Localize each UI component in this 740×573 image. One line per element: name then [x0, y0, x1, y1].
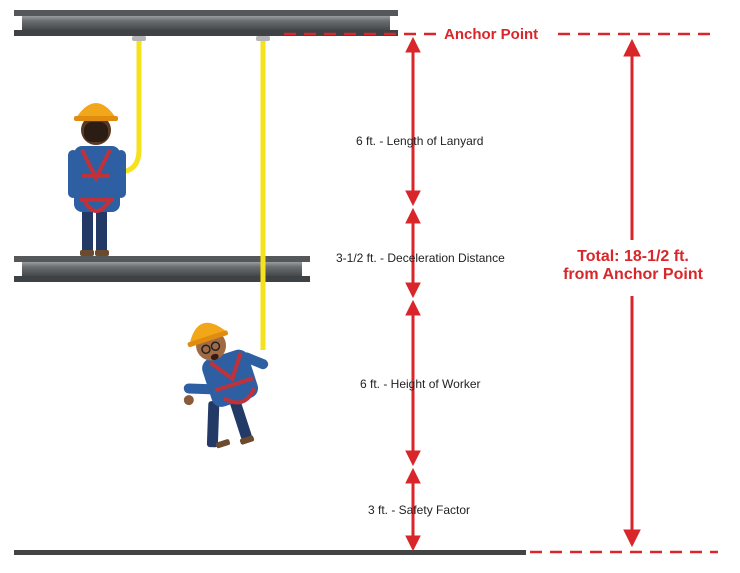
- anchor-ring-left: [132, 36, 146, 41]
- standing-worker: [68, 103, 126, 256]
- segment-label-lanyard: 6 ft. - Length of Lanyard: [356, 134, 484, 148]
- total-line-2: from Anchor Point: [563, 266, 703, 283]
- fallen-worker: [183, 322, 269, 449]
- top-beam: [14, 10, 398, 36]
- anchor-point-label: Anchor Point: [444, 26, 539, 43]
- middle-beam: [14, 256, 310, 282]
- total-label: Total: 18-1/2 ft. from Anchor Point: [548, 248, 718, 284]
- total-line-1: Total: 18-1/2 ft.: [577, 248, 689, 265]
- anchor-ring-right: [256, 36, 270, 41]
- segment-label-safety-factor: 3 ft. - Safety Factor: [368, 503, 471, 517]
- ground-line: [14, 550, 526, 555]
- total-arrow: [623, 38, 641, 548]
- segment-arrows: [405, 36, 421, 552]
- segment-label-deceleration: 3-1/2 ft. - Deceleration Distance: [336, 251, 505, 265]
- segment-label-worker-height: 6 ft. - Height of Worker: [360, 377, 481, 391]
